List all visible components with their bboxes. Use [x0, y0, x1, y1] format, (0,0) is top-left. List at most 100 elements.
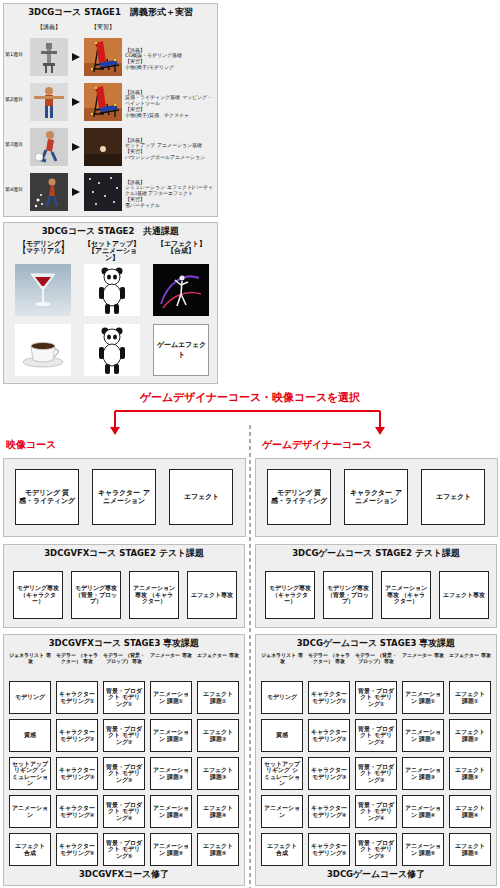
assignment-box: 質感 [9, 719, 51, 752]
lecture-image [41, 51, 57, 54]
assignment-box: アニメーション 課題① [150, 681, 192, 714]
box-text: キャラクター モデリング① [311, 691, 347, 704]
assignment-box: キャラクター モデリング① [56, 681, 98, 714]
practice-image [116, 187, 118, 189]
box-text: モデリング専攻 （背景・プロップ） [74, 585, 118, 606]
box-text: 背景・プロダクト モデリング② [358, 726, 394, 745]
week-label: 第3週目 [5, 142, 30, 148]
lecture-image [30, 38, 68, 76]
course-box: モデリング 質感・ライティング [267, 469, 331, 525]
step-triangle [72, 188, 80, 196]
column-header: 【実習】 [82, 24, 124, 33]
box-text: エフェクト 課題① [452, 691, 488, 704]
practice-image [104, 195, 106, 197]
panel-ground [256, 459, 498, 537]
box-text: エフェクト 課題① [200, 691, 236, 704]
practice-image [89, 178, 91, 180]
assignment-box: アニメーション 課題① [402, 681, 444, 714]
course-divider [250, 425, 251, 888]
assignment-box: 背景・プロダクト モデリング④ [355, 795, 397, 828]
box-text: 背景・プロダクト モデリング① [106, 688, 142, 707]
major-header: モデラー （背景・プロップ） 専攻 [101, 653, 147, 679]
box-text: アニメーション専攻 （キャラクター） [384, 585, 428, 606]
lecture-image [46, 139, 54, 152]
box-text: エフェクト [184, 493, 219, 501]
lecture-image [47, 196, 57, 206]
dancer-image [161, 276, 199, 304]
assignment-box: セットアップ リギング シミュレーション [9, 757, 51, 790]
assignment-box: エフェクト 課題② [449, 719, 491, 752]
week-row: 第3週目【講義】セットアップ アニメーション基礎【実習】バウンシングボールアニメ… [5, 125, 216, 173]
box-text: キャラクター アニメーション [95, 489, 153, 505]
box-text: モデリング 質感・ライティング [18, 489, 76, 505]
panel-ground [3, 3, 498, 886]
course-divider [250, 425, 251, 888]
box-text: エフェクト 課題⑤ [452, 843, 488, 856]
test-box: モデリング専攻 （キャラクター） [13, 571, 63, 619]
week-text: 雪パーティクル [125, 203, 216, 209]
lecture-image [43, 63, 55, 66]
assignment-box: 背景・プロダクト モデリング⑤ [103, 833, 145, 866]
test-box: エフェクト専攻 [187, 571, 237, 619]
practice-image [84, 128, 122, 166]
course-heading: ゲームデザイナーコース [262, 439, 462, 453]
box-text: キャラクター モデリング④ [311, 805, 347, 818]
step-triangle [72, 143, 80, 151]
assignment-box: エフェクト 課題⑤ [449, 833, 491, 866]
box-text: モデリング専攻 （キャラクター） [268, 585, 312, 606]
box-text: エフェクト [436, 493, 471, 501]
glass-image [15, 264, 71, 316]
box-text: エフェクト 課題④ [200, 805, 236, 818]
lecture-image [51, 66, 53, 73]
assignment-box: キャラクター モデリング④ [308, 795, 350, 828]
lecture-image [30, 173, 68, 211]
box-text: キャラクター モデリング③ [59, 767, 95, 780]
practice-image [98, 182, 100, 184]
week-label: 第2週目 [5, 97, 30, 103]
panda-image [84, 324, 140, 376]
assignment-box: エフェクト 課題③ [449, 757, 491, 790]
box-text: モデリング専攻 （背景・プロップ） [326, 585, 370, 606]
assignment-box: セットアップ リギング シミュレーション [261, 757, 303, 790]
box-text: キャラクター モデリング⑤ [311, 843, 347, 856]
panel-ground [3, 634, 245, 886]
box-text: 背景・プロダクト モデリング③ [106, 764, 142, 783]
dancer-image [153, 264, 209, 316]
major-header: ジェネラリスト 専攻 [259, 653, 305, 679]
week-text: 質感・ライティング基礎 マッピング・ペイントツール [125, 95, 216, 106]
test-box: アニメーション専攻 （キャラクター） [129, 571, 179, 619]
stage-panel: 3DCGゲームコース STAGE3 専攻課題3DCGゲームコース修了モデリングキ… [255, 634, 497, 886]
box-text: アニメーション専攻 （キャラクター） [132, 585, 176, 606]
course-box: キャラクター アニメーション [344, 469, 408, 525]
assignment-box: エフェクト 課題③ [197, 757, 239, 790]
test-box: モデリング専攻 （背景・プロップ） [71, 571, 121, 619]
image-caption: ゲームエフェクト [156, 340, 206, 360]
box-text: エフェクト 課題② [200, 729, 236, 742]
glass-image [42, 289, 44, 303]
choice-arrow [115, 411, 380, 428]
stage-panel: 3DCGVFXコース STAGE3 専攻課題3DCGVFXコース修了モデリングキ… [3, 634, 245, 886]
choice-arrowhead [375, 427, 385, 435]
lecture-image [45, 66, 47, 73]
major-header: ジェネラリスト 専攻 [7, 653, 53, 679]
assignment-box: アニメーション 課題③ [402, 757, 444, 790]
lecture-image [30, 128, 68, 166]
lecture-image [30, 83, 68, 121]
box-text: エフェクト専攻 [191, 592, 233, 599]
course-box: エフェクト [421, 469, 485, 525]
course-box: エフェクト [169, 469, 233, 525]
lecture-image [35, 153, 43, 161]
major-header: モデラー （背景・プロップ） 専攻 [353, 653, 399, 679]
assignment-box: 背景・プロダクト モデリング② [103, 719, 145, 752]
choice-label: ゲームデザイナーコース・映像コースを選択 [60, 392, 440, 407]
box-text: エフェクト 合成 [264, 843, 300, 856]
box-text: 背景・プロダクト モデリング④ [358, 802, 394, 821]
panel-title: 3DCGVFXコース STAGE2 テスト課題 [4, 545, 244, 560]
assignment-box: 背景・プロダクト モデリング② [355, 719, 397, 752]
panel-title: 3DCGVFXコース STAGE3 専攻課題 [4, 635, 244, 650]
lecture-image [45, 106, 48, 118]
major-header: エフェクター 専攻 [195, 653, 241, 679]
choice-arrow [115, 411, 380, 428]
assignment-box: エフェクト 課題④ [449, 795, 491, 828]
